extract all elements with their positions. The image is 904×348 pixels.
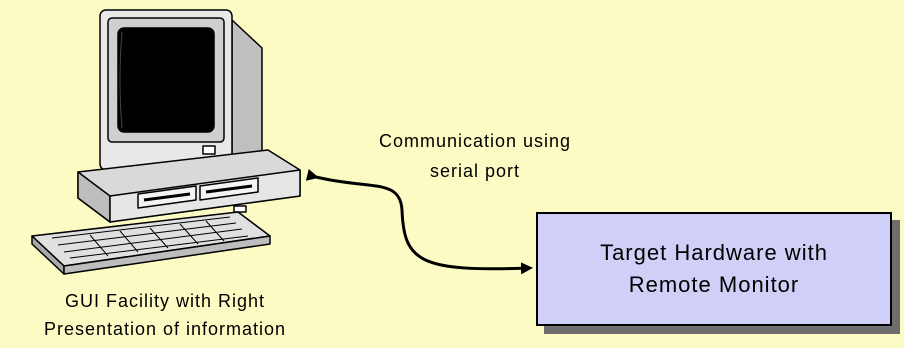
target-hardware-line2: Remote Monitor — [628, 272, 800, 297]
communication-label-line2: serial port — [429, 161, 521, 181]
gui-facility-label-line1: GUI Facility with Right — [64, 291, 266, 311]
communication-label: Communication using serial port — [330, 126, 620, 186]
desktop-computer-icon — [31, 9, 301, 275]
serial-connection-arrow — [305, 169, 533, 275]
target-hardware-box: Target Hardware with Remote Monitor — [536, 212, 892, 326]
communication-label-line1: Communication using — [378, 131, 572, 151]
target-hardware-line1: Target Hardware with — [600, 240, 828, 265]
gui-facility-label-line2: Presentation of information — [43, 319, 287, 339]
gui-facility-label: GUI Facility with Right Presentation of … — [0, 287, 330, 343]
